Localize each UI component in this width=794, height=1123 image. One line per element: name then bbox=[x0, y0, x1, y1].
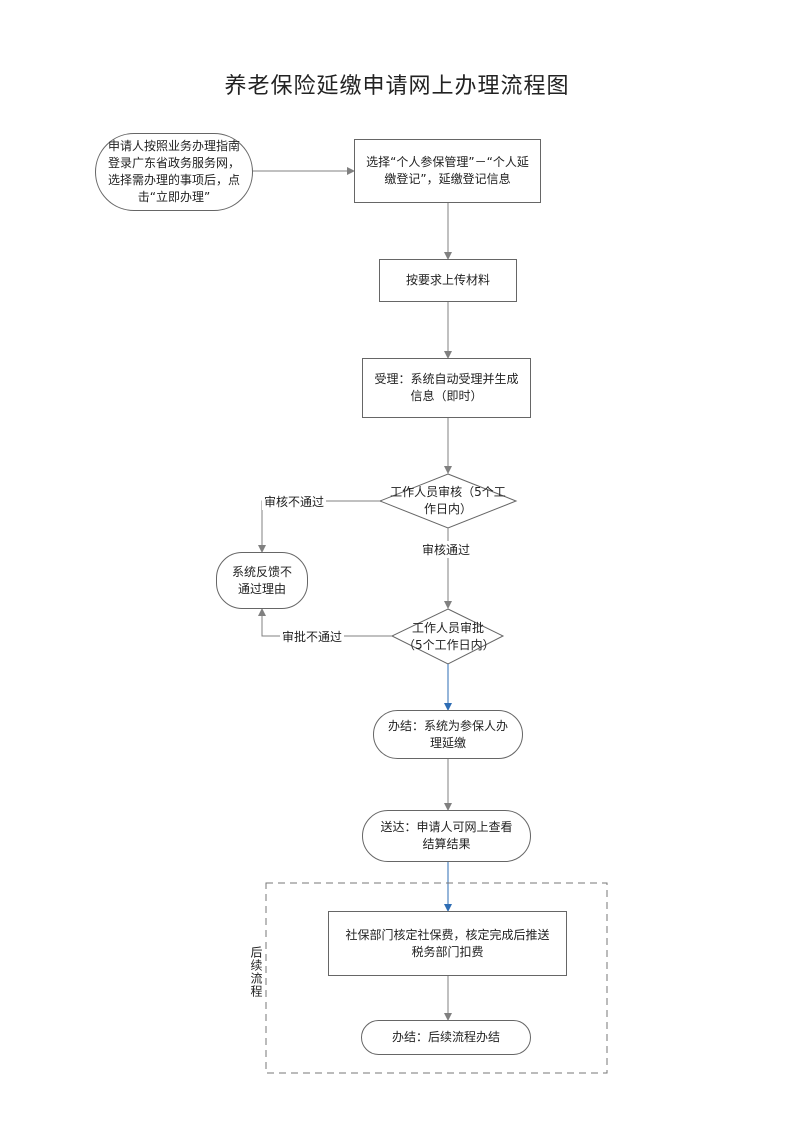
review-fail-label: 审核不通过 bbox=[262, 493, 327, 510]
followup-finish-node: 办结：后续流程办结 bbox=[361, 1020, 531, 1055]
approve-decision: 工作人员审批（5个工作日内） bbox=[403, 620, 495, 652]
start-node: 申请人按照业务办理指南登录广东省政务服务网，选择需办理的事项后，点击“立即办理” bbox=[95, 133, 253, 211]
finish-node: 办结：系统为参保人办理延缴 bbox=[373, 710, 523, 759]
page-title: 养老保险延缴申请网上办理流程图 bbox=[224, 74, 570, 99]
followup-group-border bbox=[265, 882, 608, 1074]
deduct-node: 社保部门核定社保费，核定完成后推送税务部门扣费 bbox=[328, 911, 567, 976]
review-pass-label: 审核通过 bbox=[420, 541, 473, 558]
accept-node: 受理：系统自动受理并生成信息（即时） bbox=[362, 358, 531, 418]
arrow-approve-fail bbox=[258, 608, 392, 637]
approve-fail-label: 审批不通过 bbox=[280, 628, 345, 645]
upload-node: 按要求上传材料 bbox=[379, 259, 517, 302]
feedback-node: 系统反馈不通过理由 bbox=[216, 552, 308, 609]
select-node: 选择“个人参保管理”－“个人延缴登记”，延缴登记信息 bbox=[354, 139, 541, 203]
deliver-node: 送达：申请人可网上查看结算结果 bbox=[362, 810, 531, 862]
review-decision: 工作人员审核（5个工作日内） bbox=[390, 485, 506, 516]
followup-group-label: 后续流程 bbox=[249, 946, 263, 998]
